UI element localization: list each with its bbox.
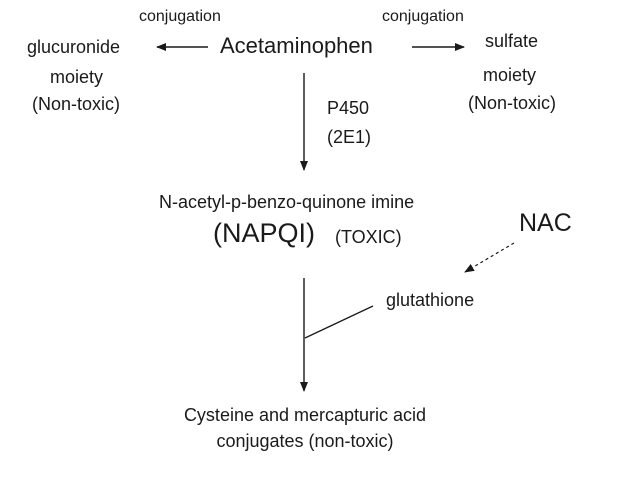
left-conjugation-label: conjugation <box>139 8 221 25</box>
p450-label: P450 <box>327 98 370 118</box>
napqi-abbrev-label: (NAPQI) <box>213 218 316 248</box>
glucuronide-moiety-label: moiety <box>50 67 104 87</box>
glucuronide-label: glucuronide <box>27 37 121 57</box>
final-conjugates-line2: conjugates (non-toxic) <box>216 431 394 451</box>
right-conjugation-label: conjugation <box>382 8 464 25</box>
glutathione-branch-line <box>304 305 374 339</box>
nac-dashed-arrow <box>464 242 515 273</box>
final-conjugates-line1: Cysteine and mercapturic acid <box>183 405 427 425</box>
glucuronide-nontoxic-label: (Non-toxic) <box>32 94 121 114</box>
acetaminophen-label: Acetaminophen <box>220 33 373 58</box>
napqi-fullname-label: N-acetyl-p-benzo-quinone imine <box>159 192 415 212</box>
sulfate-nontoxic-label: (Non-toxic) <box>468 93 557 113</box>
cyp2e1-label: (2E1) <box>327 127 372 147</box>
nac-label: NAC <box>519 209 572 237</box>
sulfate-label: sulfate <box>485 31 539 51</box>
glutathione-label: glutathione <box>386 290 475 310</box>
toxic-label: (TOXIC) <box>335 227 402 247</box>
sulfate-moiety-label: moiety <box>483 65 537 85</box>
